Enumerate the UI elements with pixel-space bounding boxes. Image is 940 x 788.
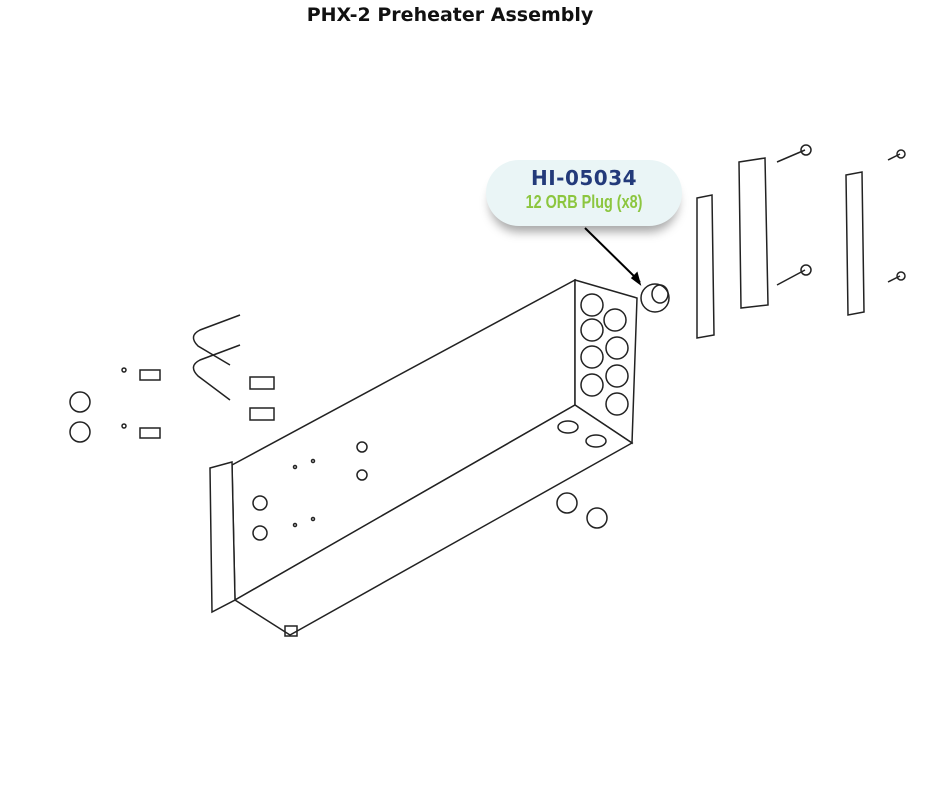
tube-fittings <box>69 314 275 443</box>
orb-plug <box>640 283 670 313</box>
bolts <box>776 144 906 286</box>
callout-leader-line <box>584 227 641 283</box>
mounting-brackets <box>696 157 865 339</box>
end-face-ports <box>580 293 629 416</box>
part-callout: HI-05034 12 ORB Plug (x8) <box>486 160 682 226</box>
diagram-title: PHX-2 Preheater Assembly <box>306 4 594 26</box>
callout-description: 12 ORB Plug (x8) <box>525 192 643 212</box>
arrowhead-icon <box>630 271 642 286</box>
preheater-body <box>209 278 638 637</box>
bottom-plugs <box>556 492 608 529</box>
callout-part-number: HI-05034 <box>530 166 638 190</box>
